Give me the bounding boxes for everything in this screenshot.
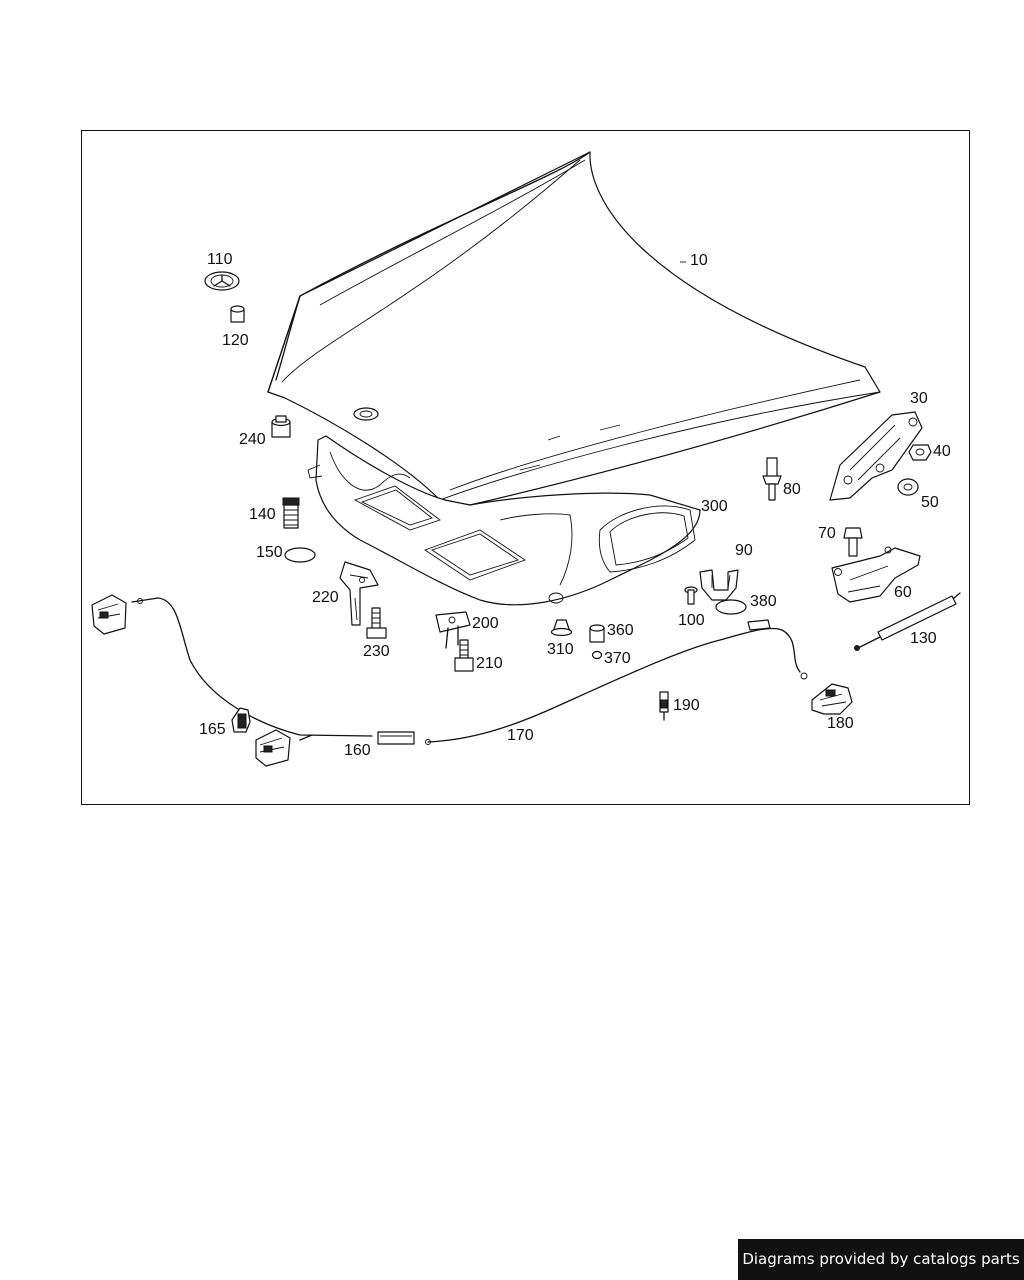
callout-100: 100 — [678, 612, 705, 629]
part-220-bracket[interactable] — [339, 561, 379, 626]
callout-165: 165 — [199, 721, 226, 738]
part-180-handle[interactable] — [811, 683, 853, 715]
part-30-hinge[interactable] — [829, 411, 923, 501]
callout-360: 360 — [607, 622, 634, 639]
callout-200: 200 — [472, 615, 499, 632]
part-300-insulation[interactable] — [307, 435, 701, 606]
callout-190: 190 — [673, 697, 700, 714]
callout-210: 210 — [476, 655, 503, 672]
callout-80: 80 — [783, 481, 801, 498]
callout-50: 50 — [921, 494, 939, 511]
callout-310: 310 — [547, 641, 574, 658]
credit-banner: Diagrams provided by catalogs parts — [738, 1239, 1024, 1280]
callout-labels: 10 30 40 50 60 70 80 90 100 110 120 130 … — [199, 251, 951, 759]
part-240-buffer[interactable] — [271, 415, 291, 438]
part-70-bolt[interactable] — [843, 527, 863, 557]
part-60-bracket[interactable] — [831, 546, 921, 603]
callout-40: 40 — [933, 443, 951, 460]
callout-370: 370 — [604, 650, 631, 667]
callout-160: 160 — [344, 742, 371, 759]
part-40-nut[interactable] — [908, 444, 932, 461]
callout-380: 380 — [750, 593, 777, 610]
lock-left-top[interactable] — [91, 594, 127, 635]
callout-30: 30 — [910, 390, 928, 407]
part-110-emblem[interactable] — [204, 271, 240, 291]
part-230-screw[interactable] — [366, 607, 387, 639]
callout-140: 140 — [249, 506, 276, 523]
callout-120: 120 — [222, 332, 249, 349]
part-130-strut[interactable] — [854, 592, 961, 651]
lock-left-bottom[interactable] — [255, 729, 291, 767]
part-100-bolt[interactable] — [684, 586, 698, 605]
part-80-bolt[interactable] — [762, 457, 782, 501]
callout-230: 230 — [363, 643, 390, 660]
callout-60: 60 — [894, 584, 912, 601]
callout-70: 70 — [818, 525, 836, 542]
part-140-stop[interactable] — [282, 497, 300, 529]
part-10-hood[interactable] — [267, 151, 881, 506]
callout-90: 90 — [735, 542, 753, 559]
callout-110: 110 — [207, 251, 233, 268]
part-200-plate[interactable] — [435, 611, 471, 649]
callout-150: 150 — [256, 544, 283, 561]
part-120-holder[interactable] — [230, 305, 245, 323]
part-150-seal[interactable] — [284, 547, 316, 563]
part-380-seal[interactable] — [715, 599, 747, 615]
diagram-frame — [81, 130, 970, 805]
part-90-bracket[interactable] — [699, 569, 739, 601]
part-165-clip[interactable] — [231, 707, 251, 733]
part-210-screw[interactable] — [454, 639, 474, 672]
callout-170: 170 — [507, 727, 534, 744]
callout-300: 300 — [701, 498, 728, 515]
callout-180: 180 — [827, 715, 854, 732]
part-50-washer[interactable] — [897, 478, 919, 496]
callout-240: 240 — [239, 431, 266, 448]
part-190-clip[interactable] — [659, 691, 669, 721]
part-360-buffer[interactable] — [589, 624, 605, 643]
callout-10: 10 — [690, 252, 708, 269]
callout-220: 220 — [312, 589, 339, 606]
part-160-cable[interactable] — [131, 597, 415, 745]
part-370-nut[interactable] — [591, 650, 603, 660]
part-170-cable[interactable] — [425, 619, 808, 745]
part-310-clip[interactable] — [550, 619, 573, 637]
callout-130: 130 — [910, 630, 937, 647]
